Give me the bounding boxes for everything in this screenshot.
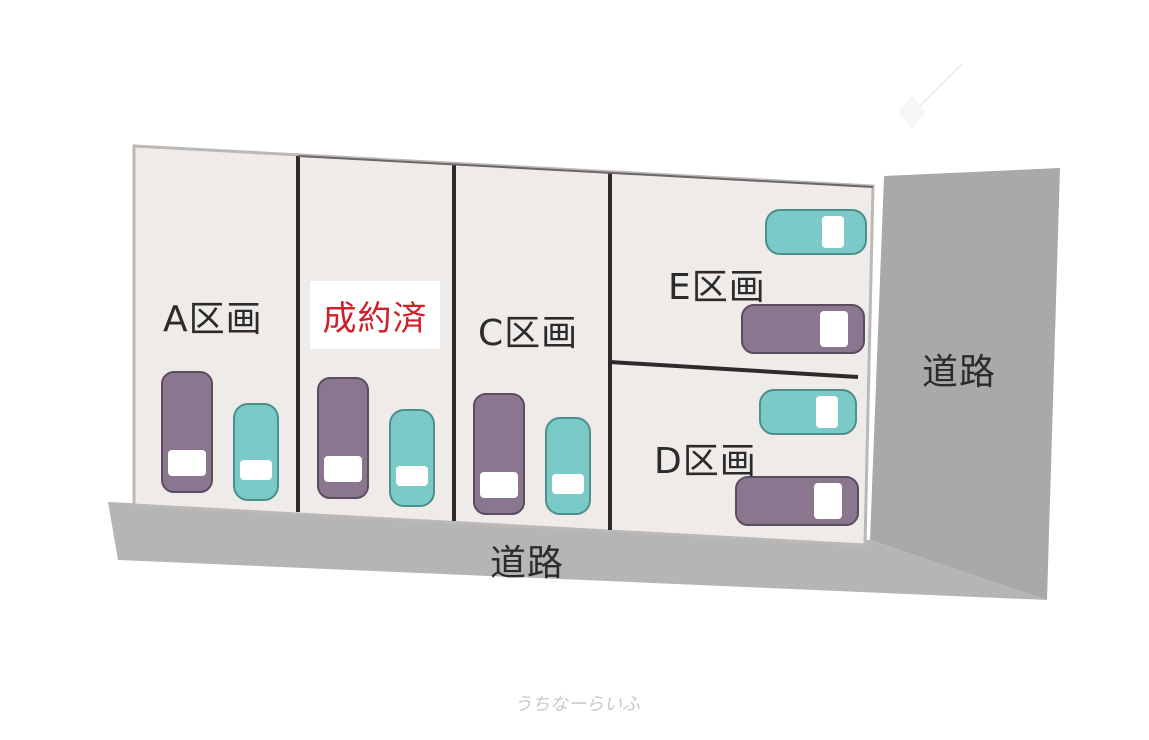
lot-divider-de xyxy=(609,360,859,379)
lot-a-label: A区画 xyxy=(163,299,263,340)
lot-d-label: D区画 xyxy=(654,441,757,482)
car-van-d xyxy=(735,476,859,526)
side-road xyxy=(870,168,1060,600)
car-van-e xyxy=(741,304,865,354)
car-van-c xyxy=(473,393,525,515)
car-compact-e xyxy=(765,209,867,255)
car-van-a xyxy=(161,371,213,493)
car-compact-b xyxy=(389,409,435,507)
top-boundary xyxy=(297,155,874,188)
car-compact-d xyxy=(759,389,857,435)
lot-c-label: C区画 xyxy=(478,313,579,354)
lot-e-label: E区画 xyxy=(668,267,766,308)
front-road-label: 道路 xyxy=(490,543,565,584)
car-compact-a xyxy=(233,403,279,501)
side-road-label: 道路 xyxy=(922,352,997,393)
car-van-b xyxy=(317,377,369,499)
car-compact-c xyxy=(545,417,591,515)
front-road xyxy=(108,502,1047,600)
watermark: うちなーらいふ xyxy=(514,694,640,715)
lot-b-sold-badge: 成約済 xyxy=(310,281,440,349)
lot-b-label: 成約済 xyxy=(322,298,428,339)
compass-icon xyxy=(898,63,963,128)
